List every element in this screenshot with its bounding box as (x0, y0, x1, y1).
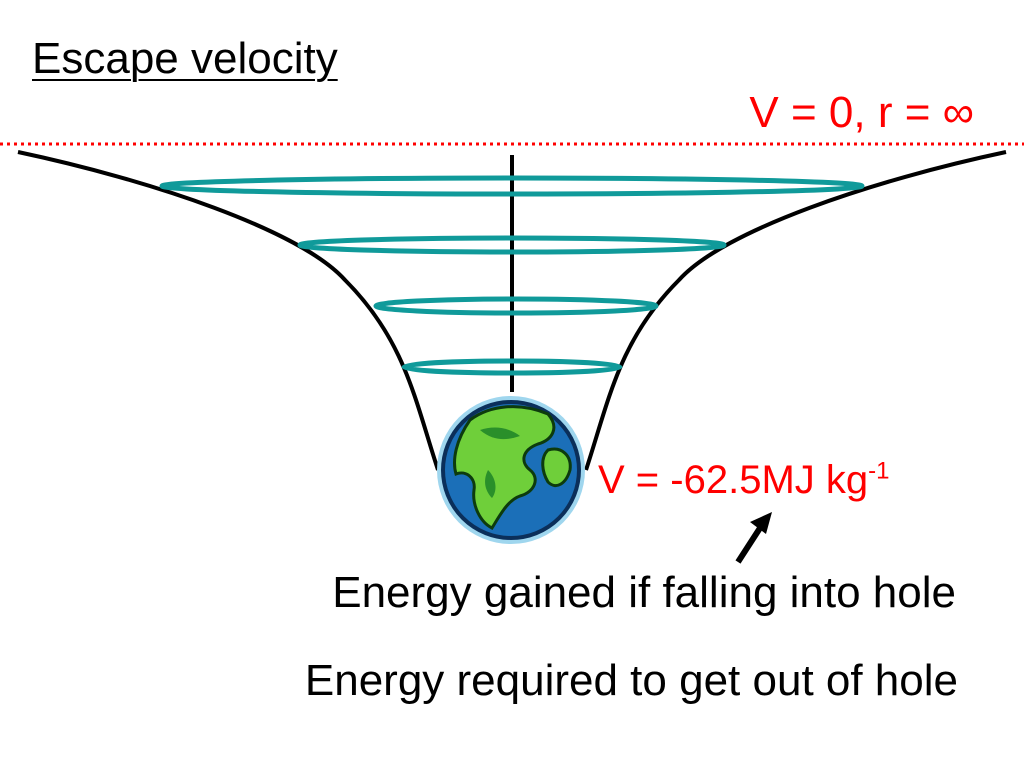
well-curve-right (584, 150, 1007, 471)
surface-potential-label: V = -62.5MJ kg-1 (598, 458, 889, 503)
orbit-ring-1 (159, 175, 865, 197)
well-curve-left (17, 150, 440, 471)
orbit-ring-4 (401, 358, 623, 376)
energy-gained-text: Energy gained if falling into hole (332, 568, 956, 617)
orbit-ring-2 (297, 235, 727, 255)
earth-icon (437, 396, 585, 544)
infinity-potential-label: V = 0, r = ∞ (749, 88, 974, 137)
surface-potential-exponent: -1 (868, 457, 890, 485)
page-title: Escape velocity (32, 34, 338, 83)
orbit-ring-3 (373, 296, 659, 316)
arrow-icon (735, 512, 772, 564)
surface-potential-value: V = -62.5MJ kg (598, 458, 869, 502)
energy-required-text: Energy required to get out of hole (304, 656, 958, 705)
